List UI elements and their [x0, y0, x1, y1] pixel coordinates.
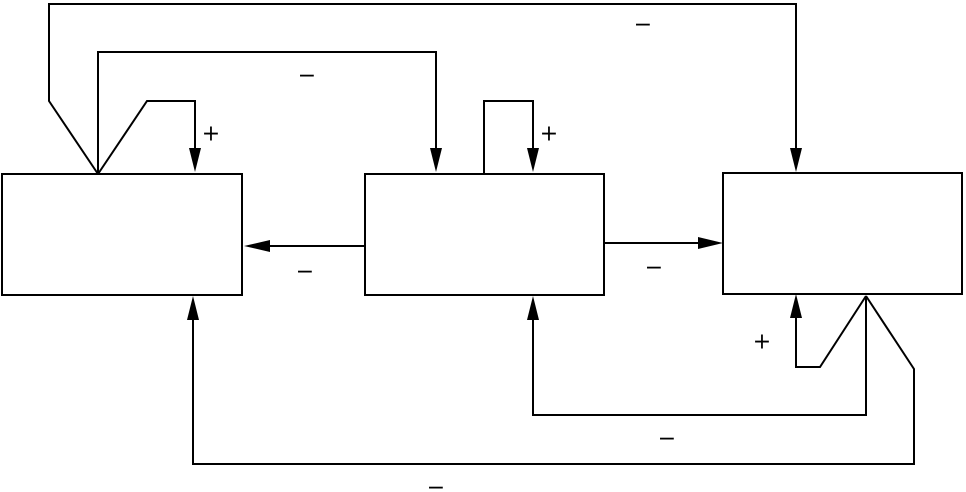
- box-left: [1, 173, 243, 296]
- sign-left-self: +: [202, 122, 220, 147]
- sign-right-to-middle: −: [658, 427, 676, 452]
- arrowhead-inner-top: [430, 148, 442, 172]
- wire-right-self-loop: [795, 295, 867, 368]
- arrowhead-outer-top: [790, 148, 802, 172]
- wire-left-self-loop: [97, 100, 196, 175]
- sign-right-self: +: [753, 330, 771, 355]
- wire-middle-self-loop: [483, 100, 534, 174]
- arrowhead-right-to-middle: [527, 296, 539, 320]
- sign-right-to-left: −: [427, 476, 445, 492]
- arrowhead-middle-to-left: [244, 240, 270, 252]
- arrowhead-middle-to-right: [698, 237, 723, 249]
- wire-right-to-left: [192, 295, 915, 465]
- arrowhead-right-self-loop: [790, 294, 802, 318]
- wire-outer-top: [48, 3, 797, 175]
- arrowhead-middle-self-loop: [527, 148, 539, 172]
- sign-inner-top: −: [298, 64, 316, 89]
- sign-outer-top: −: [634, 13, 652, 38]
- box-right: [722, 172, 963, 295]
- sign-middle-to-left: −: [296, 260, 314, 285]
- arrowhead-right-to-left: [187, 296, 199, 320]
- box-middle: [364, 173, 605, 296]
- sign-middle-to-right: −: [645, 256, 663, 281]
- wire-right-to-middle: [532, 296, 867, 416]
- wire-inner-top: [97, 51, 437, 174]
- arrowhead-left-self-loop: [189, 148, 201, 172]
- sign-middle-self: +: [540, 122, 558, 147]
